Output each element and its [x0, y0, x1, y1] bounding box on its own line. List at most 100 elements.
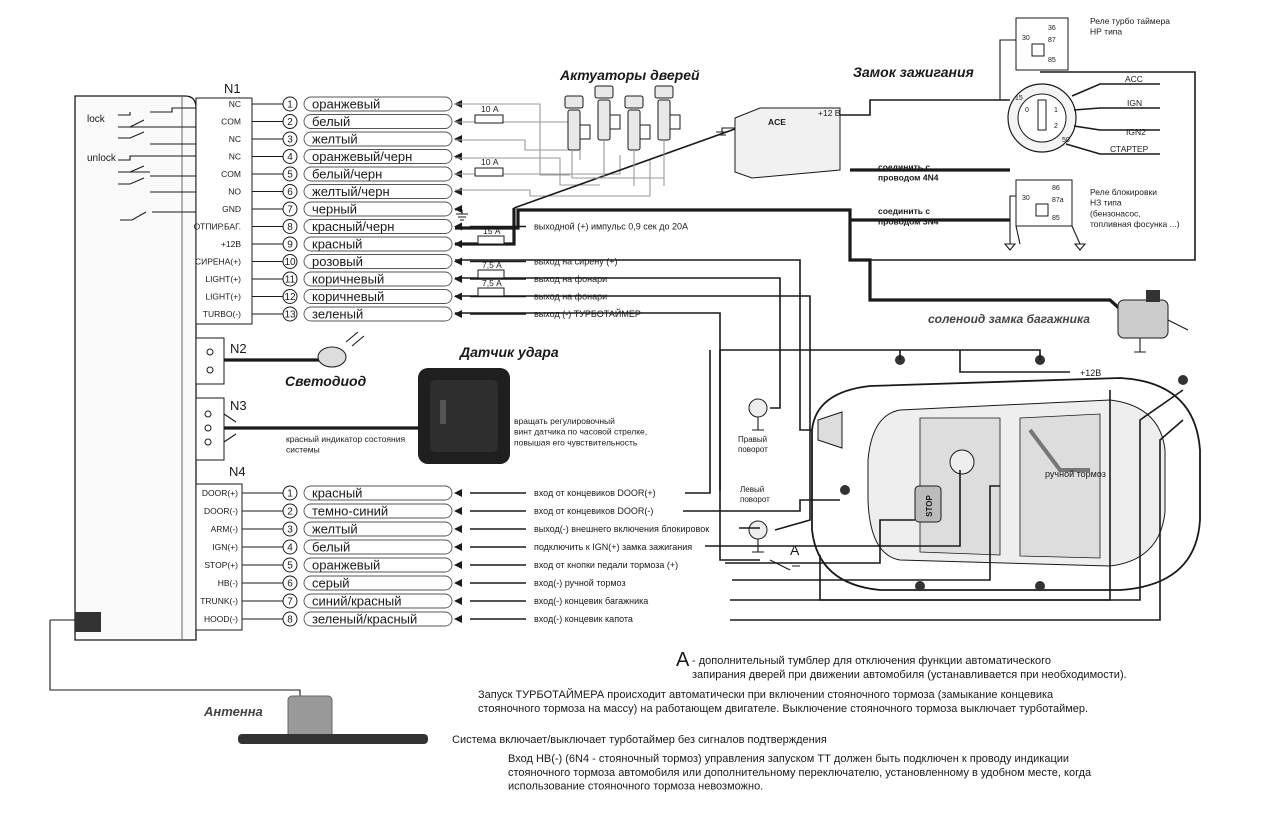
n1-wire-color: коричневый [312, 272, 384, 287]
n1-pin-number: 13 [284, 310, 296, 321]
led-title: Светодиод [285, 373, 367, 389]
unlock-label: unlock [87, 153, 117, 164]
handbrake-label: ручной тормоз [1045, 469, 1106, 479]
n1-pin-number-badge [282, 149, 298, 164]
br-pin-85: 85 [1052, 215, 1060, 222]
n1-pin-number: 1 [287, 100, 293, 111]
ign-ign-label: IGN [1127, 98, 1142, 108]
n1-description: выходной (+) импульс 0,9 сек до 20А [534, 222, 688, 232]
n1-pin-number: 11 [285, 275, 296, 286]
control-unit [74, 95, 197, 641]
n4-pin-number: 6 [287, 579, 293, 590]
n1-pin-number: 2 [287, 117, 293, 128]
n4-wire-color: зеленый/красный [312, 612, 417, 627]
n4-wire-pill [303, 575, 453, 591]
n1-wire-color: красный/черн [312, 219, 394, 234]
key-pos-1: 1 [1054, 107, 1058, 114]
n4-pin-number: 7 [287, 597, 293, 608]
tt-pin-87: 87 [1048, 37, 1056, 44]
n1-pin-number-badge [282, 254, 298, 269]
n1-pin-label: NC [229, 152, 241, 162]
n1-wire-pill [303, 289, 453, 304]
br-pin-87a: 87a [1052, 197, 1064, 204]
stop-pedal-label: STOP [925, 495, 934, 517]
fuse-4-label: 7,5 А [482, 260, 502, 270]
fuse-2-label: 10 А [481, 157, 499, 167]
n4-description: выход(-) внешнего включения блокировок [534, 524, 709, 534]
key-pos-0: 0 [1025, 107, 1029, 114]
n1-wire-color: оранжевый/черн [312, 149, 412, 164]
n1-wire-color: оранжевый [312, 97, 380, 112]
n1-wire-pill [303, 184, 453, 199]
n4-pin-number: 5 [287, 561, 293, 572]
n1-description: выход на сирену (+) [534, 257, 617, 267]
n4-pin-label: HOOD(-) [204, 614, 238, 624]
shock-sensor [418, 368, 510, 464]
n4-wire-pill [303, 557, 453, 573]
n4-wire-color: красный [312, 486, 362, 501]
n1-wire-color: белый/черн [312, 167, 382, 182]
n4-wire-color: желтый [312, 522, 358, 537]
n1-wire-pill [303, 254, 453, 269]
n1-pin-label: ОТПИР.БАГ. [194, 222, 241, 232]
car-plus12-label: +12В [1080, 368, 1101, 378]
connector-n1 [195, 97, 253, 325]
n4-pin-label: DOOR(+) [202, 488, 238, 498]
n4-pin-number-badge [282, 539, 298, 555]
n1-wire-color: желтый [312, 132, 358, 147]
n1-wire-color: красный [312, 237, 362, 252]
note-a-letter: А [676, 649, 690, 671]
n1-wire-color: розовый [312, 254, 363, 269]
n1-pin-label: СИРЕНА(+) [195, 257, 241, 267]
n4-description: вход от концевиков DOOR(+) [534, 488, 656, 498]
br-pin-30: 30 [1022, 195, 1030, 202]
n4-description: вход(-) концевик багажника [534, 596, 648, 606]
n1-pin-label: LIGHT(+) [205, 292, 241, 302]
n1-pin-number: 10 [284, 257, 296, 268]
n1-pin-number: 4 [287, 152, 293, 163]
n4-wire-color: оранжевый [312, 558, 380, 573]
connector-n4-label: N4 [229, 464, 246, 479]
battery-plus-label: +12 В [818, 108, 841, 118]
n4-wiring [683, 350, 1184, 621]
connector-n2 [195, 337, 225, 385]
note-system-text: Система включает/выключает турботаймер б… [452, 734, 827, 746]
n4-wire-pill [303, 611, 453, 627]
n1-row: ОТПИР.БАГ. 8 красный/черн выходной (+) импу… [194, 219, 688, 234]
n1-pin-number-badge [282, 166, 298, 182]
n1-pin-label: NC [229, 99, 241, 109]
key-pos-15: 15 [1015, 95, 1023, 102]
connector-n2-label: N2 [230, 341, 247, 356]
n4-description: вход от кнопки педали тормоза (+) [534, 560, 678, 570]
n1-pin-number: 8 [287, 222, 293, 233]
car-outline: STOP ручной тормоз +12В [719, 349, 1201, 601]
n1-pin-number-badge [282, 289, 298, 304]
n1-pin-number-badge [282, 201, 298, 217]
n4-pin-number: 3 [287, 525, 293, 536]
note-turbo-text: Запуск ТУРБОТАЙМЕРА происходит автоматич… [478, 688, 1088, 715]
connector-n1-label: N1 [224, 81, 241, 96]
n4-pin-number: 1 [287, 489, 293, 500]
n4-wire-color: белый [312, 540, 350, 555]
n1-row: NC 1 оранжевый [229, 96, 462, 112]
n1-pin-label: NO [228, 187, 241, 197]
left-turn-lamp [748, 520, 768, 553]
led [317, 331, 365, 368]
trunk-solenoid-title: соленоид замка багажника [928, 312, 1090, 326]
n1-wire-pill [303, 306, 453, 322]
note-hb-text: Вход HB(-) (6N4 - стояночный тормоз) упр… [508, 753, 1092, 793]
n1-pin-label: LIGHT(+) [205, 274, 241, 284]
tt-pin-30: 30 [1022, 35, 1030, 42]
